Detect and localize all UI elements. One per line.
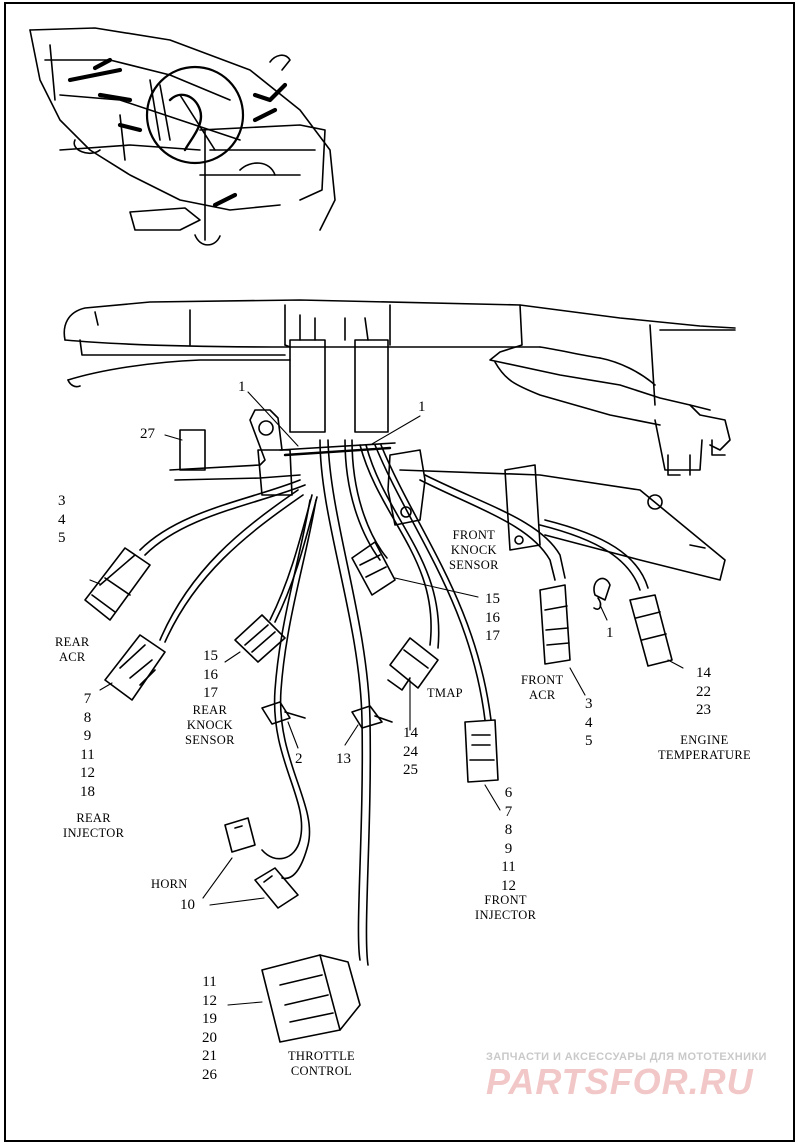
callout-1-right: 1 [418,399,426,415]
tmap-numbers: 14 24 25 [403,725,418,778]
tmap-label: TMAP [427,686,463,700]
engine-temperature-numbers: 14 22 23 [696,665,711,718]
horn-connector-lower [254,867,299,909]
watermark: ЗАПЧАСТИ И АКСЕССУАРЫ ДЛЯ МОТОТЕХНИКИ PA… [486,1051,786,1103]
watermark-tagline: ЗАПЧАСТИ И АКСЕССУАРЫ ДЛЯ МОТОТЕХНИКИ [486,1051,767,1063]
central-connector-blocks [279,314,396,457]
front-acr-connector [539,584,571,665]
rear-bracket [169,409,301,496]
rear-acr-connector [84,547,151,621]
tmap-connector [387,637,439,691]
callout-27: 27 [140,426,155,442]
front-acr-numbers: 3 4 5 [585,696,593,749]
rear-injector-numbers: 7 8 9 11 12 18 [80,691,95,800]
rear-knock-sensor-connector [234,614,286,663]
cable-tie-2 [261,701,306,725]
front-injector-numbers: 6 7 8 9 11 12 [501,785,516,894]
front-injector-connector [464,719,499,783]
horn-connector-upper [224,817,256,853]
callout-1-clip: 1 [606,625,614,641]
callout-1-left: 1 [238,379,246,395]
rear-injector-connector [104,634,166,701]
harness-wires [139,439,649,966]
front-knock-sensor-connector [351,541,396,596]
callout-13: 13 [336,751,351,767]
throttle-control-connector [261,954,361,1043]
frame-chassis [63,299,736,476]
throttle-control-numbers: 11 12 19 20 21 26 [202,974,217,1083]
leader-lines [89,391,684,1006]
horn-label: HORN [151,877,188,891]
rear-acr-numbers: 3 4 5 [58,493,66,546]
diagram-frame [4,2,795,1142]
rear-knock-numbers: 15 16 17 [203,648,218,701]
motorcycle-overview-inset [29,27,336,246]
clip-item-1 [593,577,611,610]
front-knock-numbers: 15 16 17 [485,591,500,644]
cable-tie-13 [351,705,393,729]
callout-10: 10 [180,897,195,913]
engine-temperature-connector [629,594,673,667]
callout-2: 2 [295,751,303,767]
watermark-logo: PARTSFOR.RU [486,1061,754,1102]
